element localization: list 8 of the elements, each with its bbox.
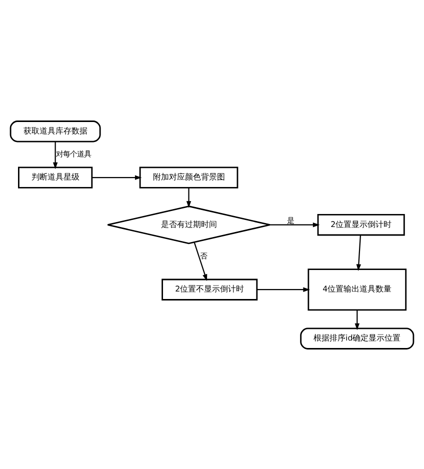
arrow xyxy=(186,187,192,208)
arrow xyxy=(354,309,360,330)
arrow xyxy=(270,222,320,227)
arrow xyxy=(257,286,310,292)
arrow xyxy=(52,141,58,169)
arrow xyxy=(194,242,208,281)
arrow xyxy=(356,234,362,270)
arrow xyxy=(92,174,142,180)
